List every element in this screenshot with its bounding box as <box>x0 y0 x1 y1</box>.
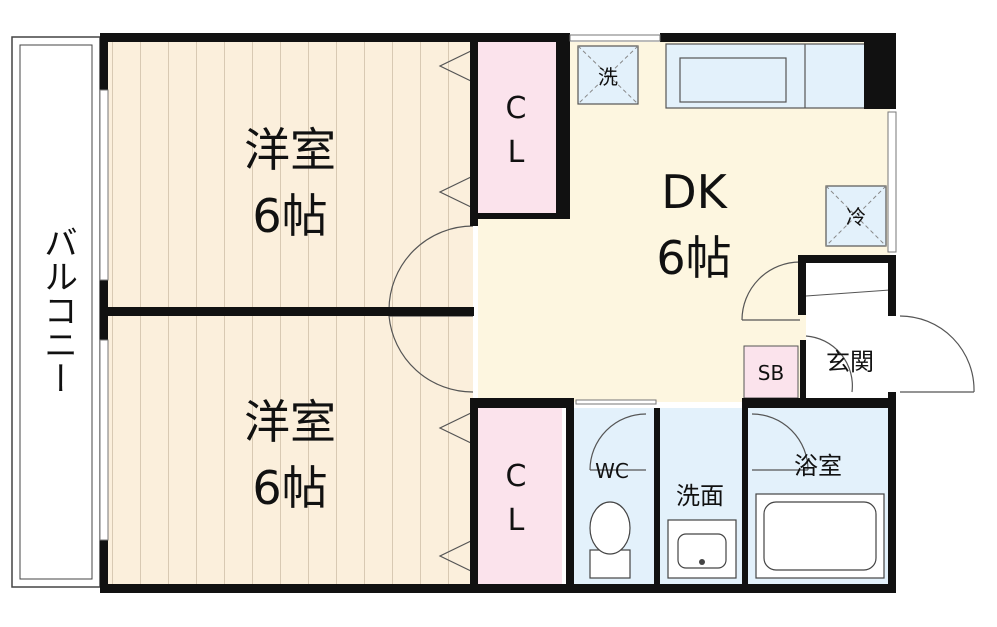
dk-size: 6帖 <box>656 231 731 285</box>
washroom-label: 洗面 <box>676 482 724 510</box>
western-room-bottom-label: 洋室 6帖 <box>244 395 336 515</box>
wc-label: WC <box>595 459 629 483</box>
shoe-box <box>743 345 799 399</box>
washer-space <box>577 45 639 105</box>
western-room-bottom-size: 6帖 <box>252 461 327 515</box>
closet-door-marks <box>438 49 474 573</box>
kitchen-counter <box>665 43 867 109</box>
wash-basin <box>667 519 737 579</box>
closet-top-line2: L <box>508 135 525 170</box>
balcony <box>11 36 101 588</box>
closet-bottom-label: C L <box>506 459 527 538</box>
entrance-floor <box>806 262 890 398</box>
western-room-top <box>108 42 473 310</box>
bathtub <box>755 493 885 579</box>
bathroom-label: 浴室 <box>794 452 842 480</box>
fridge-label: 冷 <box>846 205 866 229</box>
closet-top <box>478 42 562 217</box>
entrance-label: 玄関 <box>826 348 874 376</box>
western-room-top-label: 洋室 6帖 <box>244 123 336 243</box>
walls <box>100 33 896 593</box>
western-room-bottom <box>108 316 473 584</box>
washer-label: 洗 <box>598 65 618 89</box>
windows <box>99 34 897 541</box>
closet-bottom-line2: L <box>508 503 525 538</box>
shoe-box-label: SB <box>758 361 784 385</box>
dk-label: DK 6帖 <box>656 165 731 285</box>
balcony-label: バルコニー <box>38 225 78 395</box>
closet-bottom <box>478 405 562 585</box>
fridge-space <box>825 185 887 247</box>
western-room-bottom-name: 洋室 <box>244 395 336 449</box>
closet-top-line1: C <box>506 91 527 126</box>
toilet <box>589 501 631 579</box>
western-room-top-name: 洋室 <box>244 123 336 177</box>
closet-top-label: C L <box>506 91 527 170</box>
closet-bottom-line1: C <box>506 459 527 494</box>
dk-name: DK <box>661 165 728 219</box>
western-room-top-size: 6帖 <box>252 189 327 243</box>
